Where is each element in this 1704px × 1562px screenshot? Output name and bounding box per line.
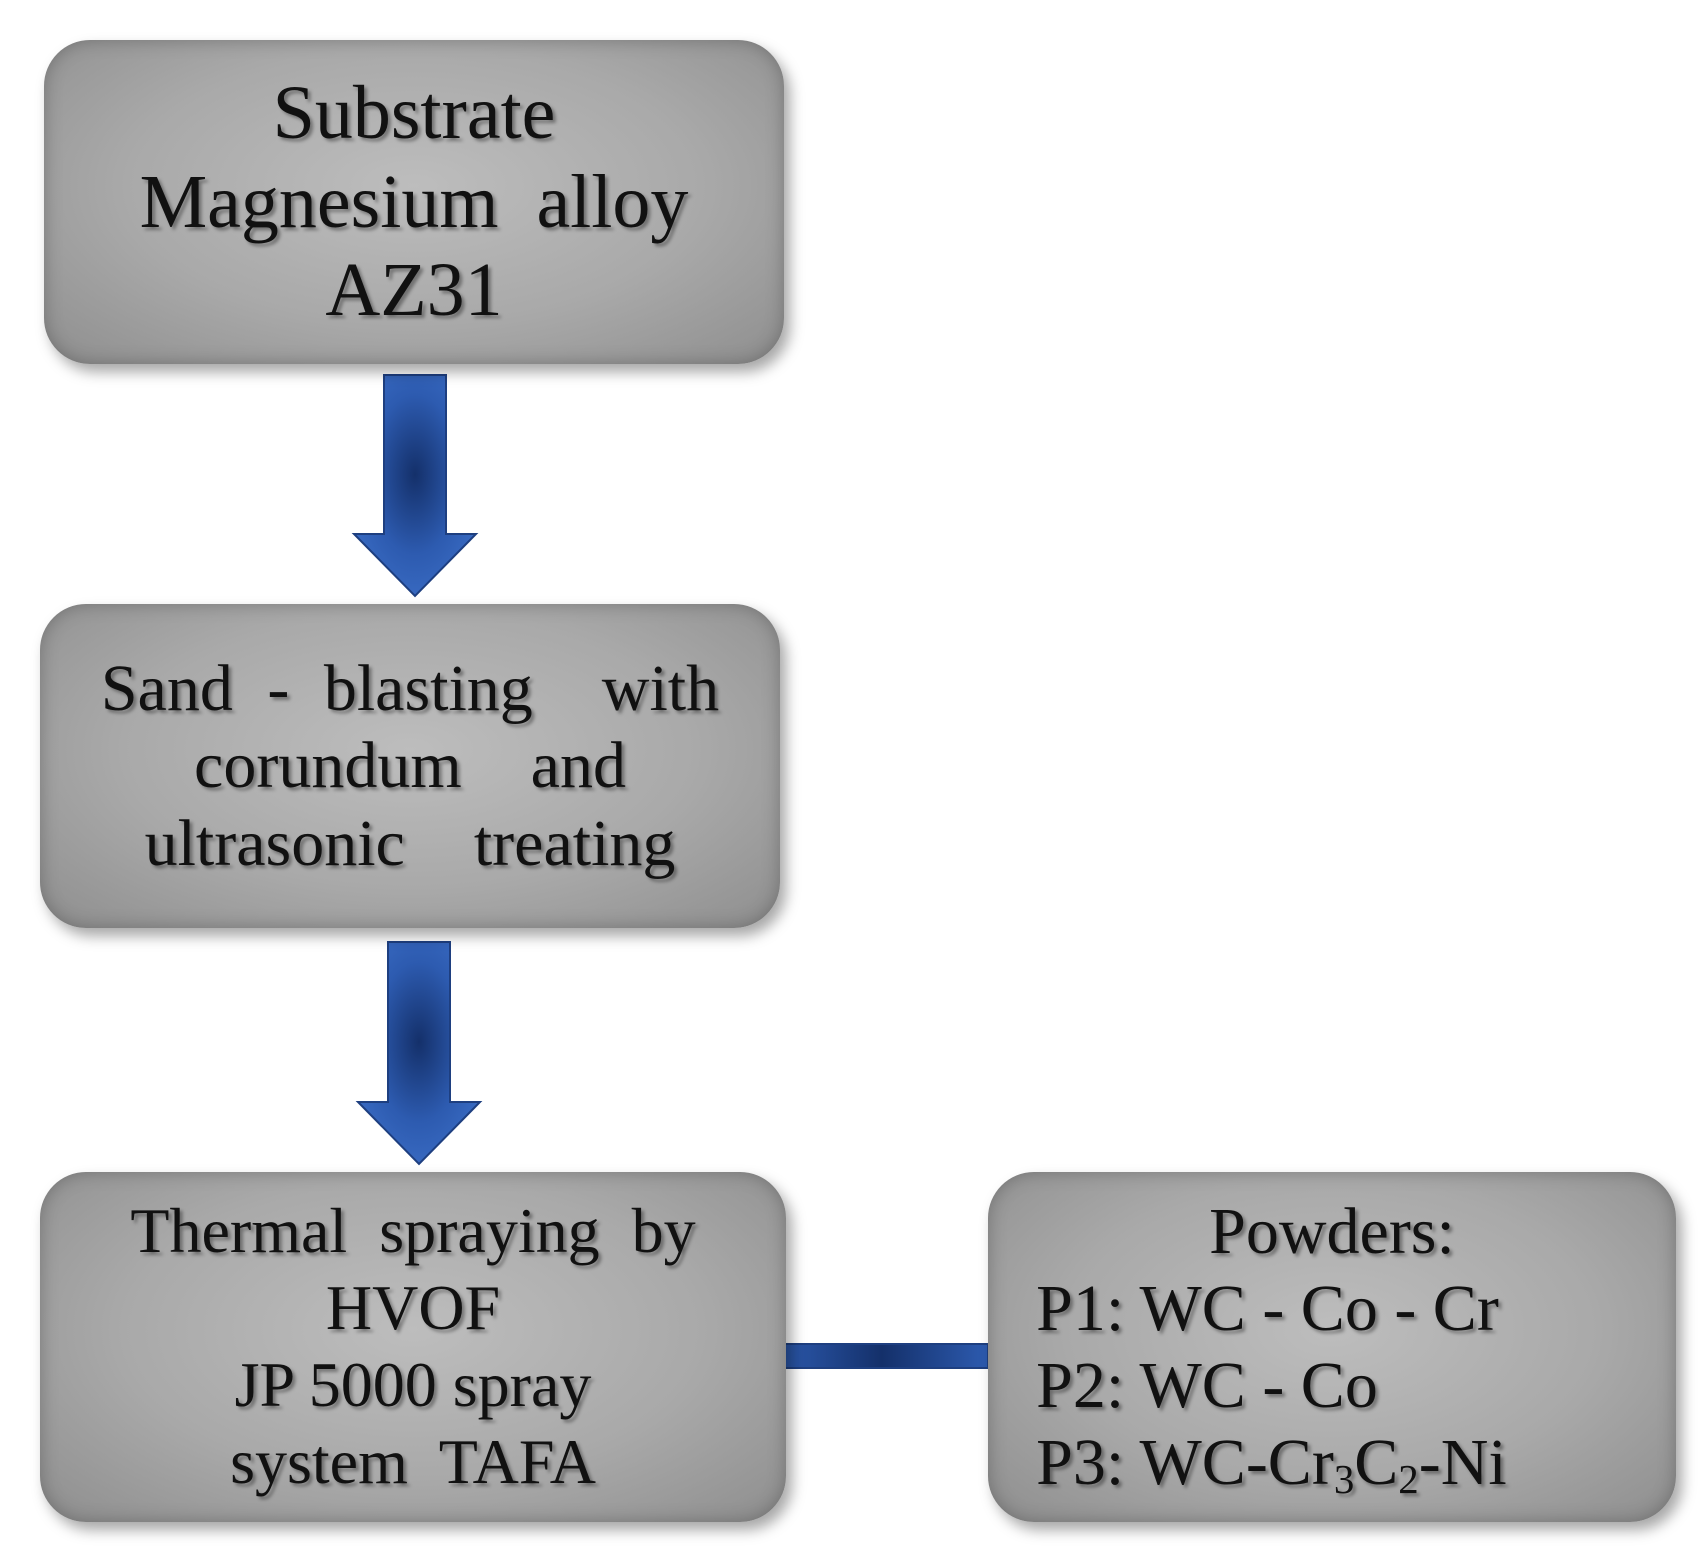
powder-p1: P1: WC - Co - Cr: [1036, 1271, 1499, 1345]
powder-p3-sub1: 3: [1333, 1457, 1355, 1503]
connector-spray-to-powders: [775, 1343, 989, 1369]
spray-line-4: system TAFA: [230, 1425, 596, 1497]
substrate-box: Substrate Magnesium alloy AZ31: [44, 40, 784, 364]
powder-p3-sub2: 2: [1398, 1457, 1419, 1503]
sandblast-line-3: ultrasonic treating: [144, 806, 676, 880]
thermal-spraying-box: Thermal spraying by HVOF JP 5000 spray s…: [40, 1172, 786, 1522]
sandblast-line-1: Sand - blasting with: [100, 652, 720, 726]
substrate-grade: AZ31: [325, 248, 503, 333]
powder-p2: P2: WC - Co: [1036, 1349, 1378, 1422]
powder-p3: P3: WC-Cr3C2-Ni: [1036, 1424, 1628, 1501]
powder-p3-mid: C: [1354, 1426, 1399, 1500]
powder-p3-suffix: -Ni: [1418, 1426, 1507, 1500]
sandblasting-box: Sand - blasting with corundum and ultras…: [40, 604, 780, 928]
arrow-substrate-to-sandblast: [351, 374, 479, 598]
powder-p3-prefix: P3: WC-Cr: [1036, 1426, 1334, 1500]
substrate-material: Magnesium alloy: [139, 159, 689, 244]
arrow-sandblast-to-spray: [355, 941, 483, 1166]
substrate-title: Substrate: [272, 70, 556, 155]
spray-line-2: HVOF: [325, 1272, 501, 1344]
spray-line-1: Thermal spraying by: [130, 1195, 696, 1267]
sandblast-line-2: corundum and: [194, 729, 626, 803]
powders-box: Powders: P1: WC - Co - Cr P2: WC - Co P3…: [988, 1172, 1676, 1522]
spray-line-3: JP 5000 spray: [234, 1349, 592, 1420]
powders-title: Powders:: [1209, 1194, 1455, 1268]
